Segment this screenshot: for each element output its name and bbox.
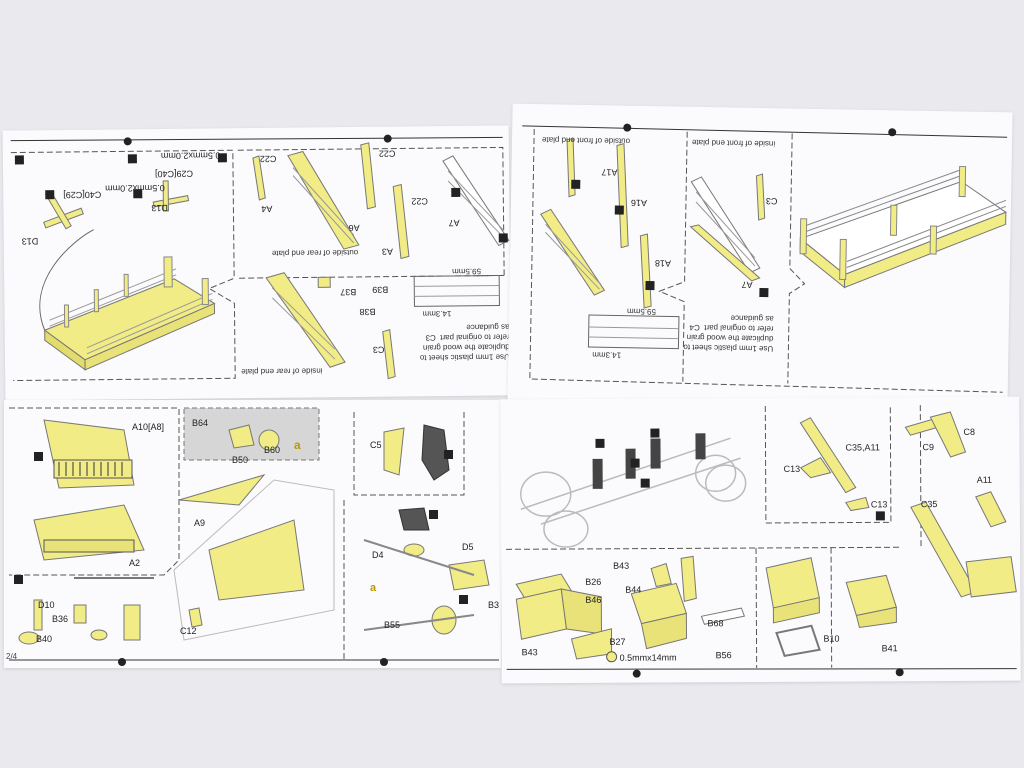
label-a3: A3 xyxy=(381,246,393,257)
note-rear-outside: outside of rear end plate xyxy=(271,247,359,258)
label-dim-0-5x14: 0.5mmx14mm xyxy=(619,652,677,663)
note-dim-width: 59.5mm xyxy=(452,266,482,276)
label-a6: A6 xyxy=(348,222,360,234)
label-a9: A9 xyxy=(194,518,206,528)
label-c3: C3 xyxy=(372,344,385,355)
label-b40: B40 xyxy=(36,634,53,644)
label-c13-a: C13 xyxy=(783,463,801,474)
label-b36: B36 xyxy=(52,614,69,624)
label-d13-b: D13 xyxy=(151,202,168,214)
label-wire-size-a: 0.5mmx2.0mm xyxy=(160,150,221,162)
label-b50: B50 xyxy=(232,455,249,465)
label-b39: B39 xyxy=(372,284,389,295)
label-a-tag: a xyxy=(294,438,301,452)
note-dim-width-right: 59.5mm xyxy=(626,306,657,317)
label-d5: D5 xyxy=(462,542,474,552)
label-b46: B46 xyxy=(585,594,602,605)
page-number: 2/4 xyxy=(6,652,18,661)
label-d4: D4 xyxy=(372,550,384,560)
note-front-inside: inside of front end plate xyxy=(691,137,776,149)
top-right-drawings xyxy=(522,123,1008,393)
label-b60: B60 xyxy=(264,445,281,455)
note-rear-inside: inside of rear end plate xyxy=(241,366,323,377)
label-b37: B37 xyxy=(340,286,357,298)
label-b56: B56 xyxy=(715,650,732,661)
bottom-right-drawings xyxy=(506,405,1017,678)
top-left-drawings xyxy=(10,134,510,382)
label-c3-right: C3 xyxy=(765,196,778,207)
label-a17: A17 xyxy=(601,167,618,178)
note-dim-height: 14.3mm xyxy=(422,308,452,319)
label-a7: A7 xyxy=(448,217,460,228)
note-front-outside: outside of front end plate xyxy=(541,135,631,146)
label-a16: A16 xyxy=(630,197,648,209)
label-c40-c29: C40[C29] xyxy=(63,189,102,201)
instruction-sheet-top-right: A17 A16 A18 A7 C3 outside of front end p… xyxy=(507,103,1013,413)
label-b68: B68 xyxy=(707,618,724,629)
label-b43-a: B43 xyxy=(521,647,538,658)
label-c5: C5 xyxy=(370,440,382,450)
instruction-sheet-bottom-right: C8 C9 A11 C35,A11 C13 C13 C35 B26 B46 B4… xyxy=(500,396,1021,684)
label-a11: A11 xyxy=(976,474,993,485)
label-b26: B26 xyxy=(585,576,602,587)
note-guidance: Use 1mm plastic sheet to duplicate the w… xyxy=(419,322,510,363)
label-a10-a8: A10[A8] xyxy=(132,422,165,432)
instruction-sheet-bottom-left: A10[A8] B64 B50 B60 a C5 A9 A2 D10 B36 B… xyxy=(4,400,501,668)
label-b44: B44 xyxy=(625,584,642,595)
label-c22-b: C22 xyxy=(378,148,396,159)
label-b41: B41 xyxy=(881,643,898,654)
bottom-left-drawings xyxy=(9,407,499,666)
label-b38: B38 xyxy=(359,306,376,317)
label-a2: A2 xyxy=(129,558,141,568)
note-dim-height-right: 14.3mm xyxy=(592,350,622,360)
label-c29-c40: C29[C40] xyxy=(155,168,194,180)
label-c8: C8 xyxy=(963,426,975,437)
label-b27: B27 xyxy=(609,636,626,647)
label-c35: C35 xyxy=(920,499,938,510)
label-wire-size-b: 0.5mmx2.0mm xyxy=(105,182,165,194)
label-a18: A18 xyxy=(654,258,671,269)
label-c13-b: C13 xyxy=(870,499,888,510)
label-c9: C9 xyxy=(922,442,935,453)
label-b3: B3 xyxy=(488,600,500,610)
label-b64: B64 xyxy=(192,418,209,428)
label-b10: B10 xyxy=(823,633,840,644)
label-d10: D10 xyxy=(38,600,55,610)
label-c22-a: C22 xyxy=(259,153,277,164)
label-c35-a11: C35,A11 xyxy=(845,442,880,453)
label-a4: A4 xyxy=(261,203,273,214)
label-c12: C12 xyxy=(180,626,197,636)
note-guidance-right: Use 1mm plastic sheet to duplicate the w… xyxy=(683,313,774,354)
label-c22-c: C22 xyxy=(411,196,428,207)
instruction-sheet-top-left: C22 A4 A6 A3 C22 C22 C40[C29] C29[C40] 0… xyxy=(2,125,512,401)
label-a-tag-2: a xyxy=(370,582,377,594)
label-d13-a: D13 xyxy=(21,236,39,247)
label-b55: B55 xyxy=(384,620,401,630)
label-a7-right: A7 xyxy=(741,279,753,290)
label-b43-b: B43 xyxy=(613,560,630,571)
